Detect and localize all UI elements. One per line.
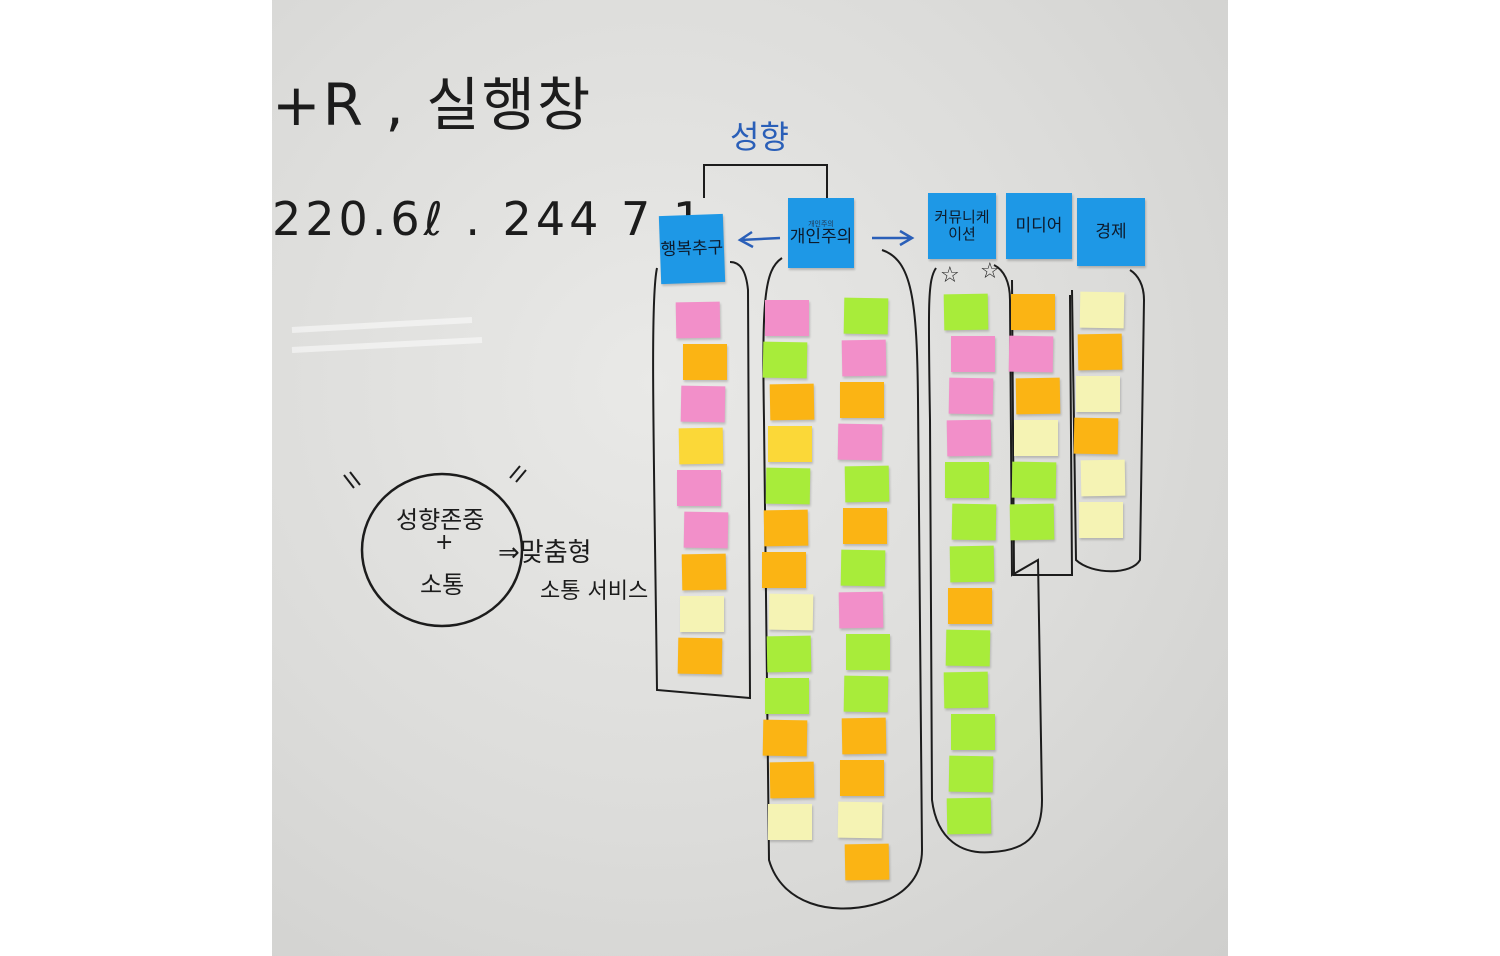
sticky-note — [683, 511, 729, 549]
sticky-note — [840, 549, 886, 587]
sticky-note — [763, 509, 809, 547]
sticky-note — [951, 503, 997, 541]
sticky-note — [765, 467, 811, 505]
sticky-note — [948, 377, 994, 415]
arrow-label-line2: 소통 서비스 — [540, 579, 649, 604]
sticky-note — [841, 717, 887, 755]
sticky-note — [678, 427, 724, 465]
svg-text:☆: ☆ — [980, 259, 1000, 284]
sticky-note — [765, 678, 809, 714]
header-note-happiness: 행복추구 — [658, 213, 726, 285]
whiteboard: ☆ ☆ +R , 실행창 220.6ℓ . 244 7 1 성향 성향존중 + … — [272, 0, 1228, 956]
header-label: 경제 — [1095, 221, 1127, 242]
sticky-note — [762, 719, 808, 757]
svg-text:☆: ☆ — [940, 263, 960, 288]
sticky-note — [762, 341, 808, 379]
sticky-note — [838, 591, 884, 629]
sticky-note — [1080, 459, 1126, 497]
sticky-note — [945, 462, 989, 498]
header-note-economy: 경제 — [1077, 198, 1145, 266]
header-note-media: 미디어 — [1006, 193, 1072, 259]
sticky-note — [1009, 503, 1055, 541]
circle-text-top: 성향존중 — [396, 506, 485, 534]
title-handwriting: +R , 실행창 — [272, 71, 593, 139]
sticky-note — [765, 300, 809, 336]
circle-text-plus: + — [435, 530, 454, 555]
number-handwriting: 220.6ℓ . 244 7 1 — [272, 192, 707, 246]
header-label: 행복추구 — [660, 237, 724, 260]
sticky-note — [675, 301, 721, 339]
sticky-note — [1073, 417, 1119, 455]
sticky-note — [1011, 294, 1055, 330]
marker-drawings: ☆ ☆ — [291, 164, 1146, 910]
sticky-note — [1076, 376, 1120, 412]
sticky-note — [943, 293, 989, 331]
sticky-note — [769, 383, 815, 421]
sticky-note — [1077, 333, 1123, 371]
sticky-note — [768, 804, 812, 840]
sticky-note — [951, 336, 995, 372]
sticky-note — [949, 545, 995, 583]
sticky-note — [766, 635, 812, 673]
sticky-note — [948, 588, 992, 624]
sticky-note — [680, 385, 726, 423]
sticky-note — [846, 634, 890, 670]
circle-text-bottom: 소통 — [420, 571, 465, 599]
sticky-note — [769, 761, 815, 799]
sticky-note — [840, 760, 884, 796]
header-note-communication: 커뮤니케이션 — [928, 193, 996, 259]
sticky-note — [677, 637, 723, 675]
header-label: 커뮤니케이션 — [934, 208, 990, 243]
sticky-note — [768, 593, 814, 631]
sticky-note — [843, 297, 889, 335]
sticky-note — [1011, 461, 1057, 499]
sticky-note — [837, 423, 883, 461]
sticky-note — [677, 470, 721, 506]
sticky-note — [762, 552, 806, 588]
sticky-note — [1008, 335, 1054, 373]
sticky-note — [1015, 377, 1061, 415]
header-label: 미디어 — [1015, 215, 1063, 236]
sticky-note — [680, 596, 724, 632]
sticky-note — [1079, 291, 1125, 329]
sticky-note — [1079, 502, 1123, 538]
sticky-note — [840, 382, 884, 418]
sticky-note — [951, 714, 995, 750]
sticky-note — [768, 426, 812, 462]
sticky-note — [946, 797, 992, 835]
sticky-note — [844, 843, 890, 881]
sticky-note — [837, 801, 883, 839]
sticky-note — [683, 344, 727, 380]
bracket-label: 성향 — [730, 118, 789, 156]
sticky-note — [841, 339, 887, 377]
header-sublabel: 개인주의 — [808, 219, 834, 228]
sticky-note — [946, 419, 992, 457]
sticky-note — [945, 629, 991, 667]
sticky-note — [943, 671, 989, 709]
sticky-note — [843, 675, 889, 713]
sticky-note — [948, 755, 994, 793]
header-note-individualism: 개인주의 개인주의 — [788, 198, 854, 268]
sticky-note — [843, 508, 887, 544]
sticky-note — [681, 553, 727, 591]
header-label: 개인주의 — [789, 226, 853, 247]
sticky-note — [1014, 420, 1058, 456]
sticky-note — [844, 465, 890, 503]
arrow-label-line1: ⇒맞춤형 — [498, 538, 592, 568]
